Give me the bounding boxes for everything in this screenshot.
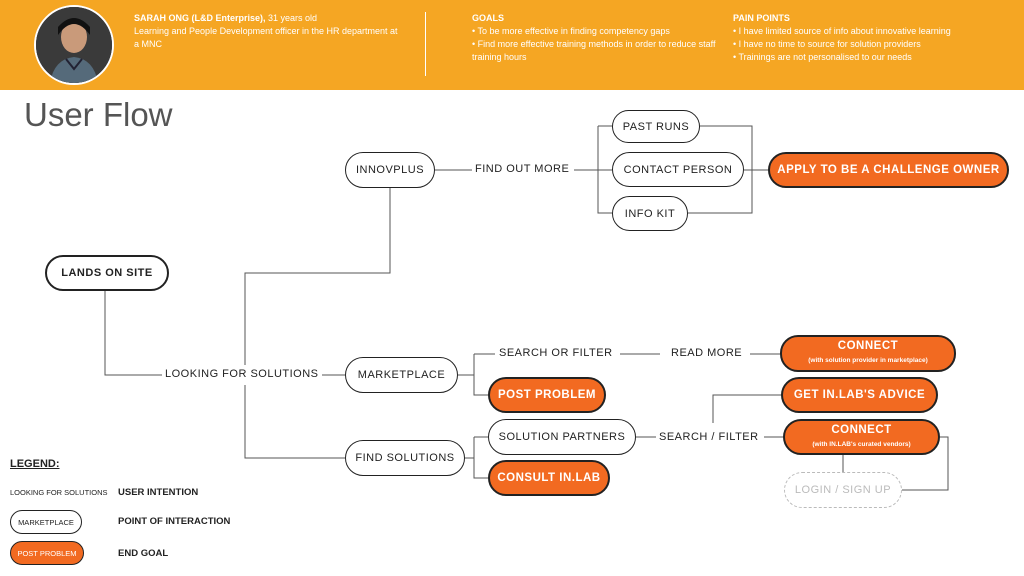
label-looking-for-solutions: LOOKING FOR SOLUTIONS: [162, 368, 322, 380]
node-info-kit: INFO KIT: [612, 196, 688, 231]
label-read-more: READ MORE: [668, 347, 746, 359]
legend-interaction-label: POINT OF INTERACTION: [118, 516, 231, 527]
persona-name: SARAH ONG (L&D Enterprise),: [134, 13, 266, 23]
goal-item: • To be more effective in finding compet…: [472, 26, 670, 36]
connector: [104, 290, 165, 376]
connector: [712, 394, 781, 423]
legend-title: LEGEND:: [10, 458, 60, 470]
persona-role: Learning and People Development officer …: [134, 26, 398, 49]
legend-intent-label: USER INTENTION: [118, 487, 199, 498]
connector: [244, 385, 345, 459]
banner-divider: [425, 12, 426, 76]
pain-points-heading: PAIN POINTS: [733, 13, 790, 23]
node-past-runs: PAST RUNS: [612, 110, 700, 143]
persona-banner: SARAH ONG (L&D Enterprise), 31 years old…: [0, 0, 1024, 90]
connector: [473, 354, 488, 396]
node-get-inlab-advice: GET IN.LAB'S ADVICE: [781, 377, 938, 413]
persona-avatar: [34, 5, 114, 85]
node-innovplus: INNOVPLUS: [345, 152, 435, 188]
connector: [597, 126, 612, 214]
label-find-out-more: FIND OUT MORE: [472, 163, 573, 175]
node-login-signup: LOGIN / SIGN UP: [784, 472, 902, 508]
pain-point-item: • I have limited source of info about in…: [733, 26, 951, 36]
node-apply-challenge-owner: APPLY TO BE A CHALLENGE OWNER: [768, 152, 1009, 188]
node-connect-marketplace: CONNECT (with solution provider in marke…: [780, 335, 956, 372]
pain-point-item: • Trainings are not personalised to our …: [733, 52, 912, 62]
node-lands-on-site: LANDS ON SITE: [45, 255, 169, 291]
node-contact-person: CONTACT PERSON: [612, 152, 744, 187]
legend-goal-label: END GOAL: [118, 548, 169, 559]
pain-points-section: PAIN POINTS • I have limited source of i…: [733, 12, 1013, 64]
label-search-filter: SEARCH / FILTER: [656, 431, 762, 443]
pain-point-item: • I have no time to source for solution …: [733, 39, 921, 49]
goal-item: • Find more effective training methods i…: [472, 39, 716, 62]
node-post-problem: POST PROBLEM: [488, 377, 606, 413]
legend-goal-sample: POST PROBLEM: [10, 541, 84, 565]
connector: [473, 437, 488, 479]
persona-description: SARAH ONG (L&D Enterprise), 31 years old…: [134, 12, 404, 51]
connect-vendors-sublabel: (with IN.LAB's curated vendors): [812, 440, 911, 448]
connect-marketplace-label: CONNECT: [837, 340, 899, 352]
connector: [244, 188, 391, 365]
node-marketplace: MARKETPLACE: [345, 357, 458, 393]
legend-intent-sample: LOOKING FOR SOLUTIONS: [10, 488, 108, 497]
connect-vendors-label: CONNECT: [831, 423, 892, 436]
node-solution-partners: SOLUTION PARTNERS: [488, 419, 636, 455]
connector: [902, 436, 949, 491]
node-connect-vendors: CONNECT (with IN.LAB's curated vendors): [783, 419, 940, 455]
connect-marketplace-sublabel: (with solution provider in marketplace): [808, 357, 928, 364]
page-title: User Flow: [24, 96, 173, 133]
legend-interaction-sample: MARKETPLACE: [10, 510, 82, 534]
node-find-solutions: FIND SOLUTIONS: [345, 440, 465, 476]
node-consult-inlab: CONSULT IN.LAB: [488, 460, 610, 496]
goals-section: GOALS • To be more effective in finding …: [472, 12, 722, 64]
goals-heading: GOALS: [472, 13, 505, 23]
label-search-or-filter: SEARCH OR FILTER: [496, 347, 616, 359]
persona-age: 31 years old: [265, 13, 318, 23]
